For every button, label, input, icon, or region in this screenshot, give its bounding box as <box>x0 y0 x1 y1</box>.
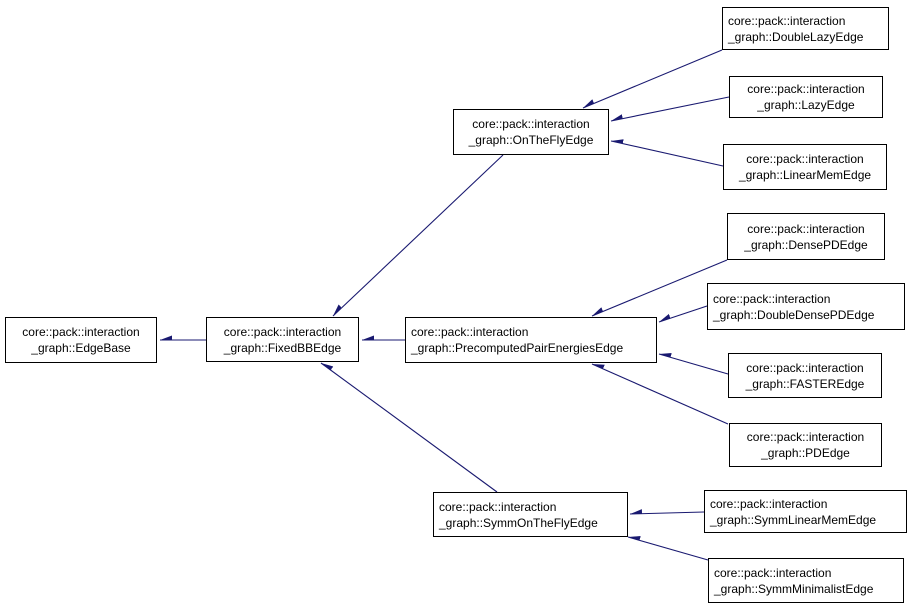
edges-group <box>160 49 730 561</box>
class-node-label-line2: _graph::SymmOnTheFlyEdge <box>439 515 598 530</box>
inheritance-arrow-SymmOnTheFlyEdge-to-FixedBBEdge <box>320 362 498 493</box>
class-node-label-line2: _graph::DoubleLazyEdge <box>728 29 864 44</box>
class-node-label-line1: core::pack::interaction <box>714 565 832 580</box>
class-node-label-line1: core::pack::interaction <box>746 430 865 444</box>
class-node-label-line1: core::pack::interaction <box>746 152 864 166</box>
class-node-label-line1: core::pack::interaction <box>22 325 140 339</box>
class-node-label-line1: core::pack::interaction <box>439 499 557 514</box>
class-node-DensePDEdge[interactable]: core::pack::interaction_graph::DensePDEd… <box>727 213 885 260</box>
class-node-SymmMinimalistEdge[interactable]: core::pack::interaction_graph::SymmMinim… <box>708 558 904 603</box>
class-node-FixedBBEdge[interactable]: core::pack::interaction_graph::FixedBBEd… <box>206 317 359 362</box>
class-node-DoubleDensePDEdge[interactable]: core::pack::interaction_graph::DoubleDen… <box>707 283 905 330</box>
inheritance-arrow-FASTEREdge-to-PrecomputedPairEnergiesEdge <box>658 354 729 375</box>
class-node-label-line2: _graph::FASTEREdge <box>745 376 865 391</box>
class-node-label-line1: core::pack::interaction <box>747 221 865 236</box>
class-node-SymmLinearMemEdge[interactable]: core::pack::interaction_graph::SymmLinea… <box>704 490 907 533</box>
inheritance-arrow-LinearMemEdge-to-OnTheFlyEdge <box>610 141 724 167</box>
inheritance-arrow-PDEdge-to-PrecomputedPairEnergiesEdge <box>591 363 729 425</box>
inheritance-arrow-DoubleDensePDEdge-to-PrecomputedPairEnergiesEdge <box>658 305 708 323</box>
class-node-label-line1: core::pack::interaction <box>746 360 864 375</box>
inheritance-arrow-LazyEdge-to-OnTheFlyEdge <box>610 96 730 122</box>
class-node-label-line1: core::pack::interaction <box>713 291 831 306</box>
class-node-LazyEdge[interactable]: core::pack::interaction_graph::LazyEdge <box>729 76 883 118</box>
class-node-label-line2: _graph::PDEdge <box>761 446 850 460</box>
inheritance-arrow-SymmMinimalistEdge-to-SymmOnTheFlyEdge <box>627 537 709 561</box>
class-node-label-line2: _graph::FixedBBEdge <box>223 340 342 355</box>
class-node-label-line2: _graph::OnTheFlyEdge <box>468 133 594 147</box>
inheritance-arrow-DensePDEdge-to-PrecomputedPairEnergiesEdge <box>591 259 728 317</box>
class-node-label-line2: _graph::EdgeBase <box>31 341 131 355</box>
class-node-label-line2: _graph::DensePDEdge <box>744 237 868 252</box>
class-node-label-line1: core::pack::interaction <box>411 325 529 339</box>
class-node-label-line1: core::pack::interaction <box>223 324 342 339</box>
class-node-label-line1: core::pack::interaction <box>710 496 828 511</box>
inheritance-arrow-SymmLinearMemEdge-to-SymmOnTheFlyEdge <box>629 512 705 515</box>
class-node-label-line1: core::pack::interaction <box>472 117 590 131</box>
class-node-label-line2: _graph::LazyEdge <box>757 98 855 112</box>
class-node-PDEdge[interactable]: core::pack::interaction_graph::PDEdge <box>729 423 882 467</box>
class-node-EdgeBase[interactable]: core::pack::interaction_graph::EdgeBase <box>5 317 157 363</box>
class-node-PrecomputedPairEnergiesEdge[interactable]: core::pack::interaction_graph::Precomput… <box>405 317 657 363</box>
class-node-SymmOnTheFlyEdge[interactable]: core::pack::interaction_graph::SymmOnThe… <box>433 492 628 537</box>
class-node-FASTEREdge[interactable]: core::pack::interaction_graph::FASTEREdg… <box>728 353 882 398</box>
inheritance-arrow-OnTheFlyEdge-to-FixedBBEdge <box>332 154 504 317</box>
class-node-label-line1: core::pack::interaction <box>728 13 846 28</box>
class-node-LinearMemEdge[interactable]: core::pack::interaction_graph::LinearMem… <box>723 144 887 190</box>
class-node-label-line2: _graph::SymmLinearMemEdge <box>710 512 877 527</box>
class-node-OnTheFlyEdge[interactable]: core::pack::interaction_graph::OnTheFlyE… <box>453 109 609 155</box>
class-node-label-line2: _graph::SymmMinimalistEdge <box>714 581 874 596</box>
class-node-DoubleLazyEdge[interactable]: core::pack::interaction_graph::DoubleLaz… <box>722 7 889 50</box>
inheritance-arrow-DoubleLazyEdge-to-OnTheFlyEdge <box>582 49 723 109</box>
class-node-label-line2: _graph::PrecomputedPairEnergiesEdge <box>411 341 624 355</box>
class-node-label-line2: _graph::DoubleDensePDEdge <box>713 307 875 322</box>
class-node-label-line1: core::pack::interaction <box>747 82 865 96</box>
class-node-label-line2: _graph::LinearMemEdge <box>738 168 872 182</box>
